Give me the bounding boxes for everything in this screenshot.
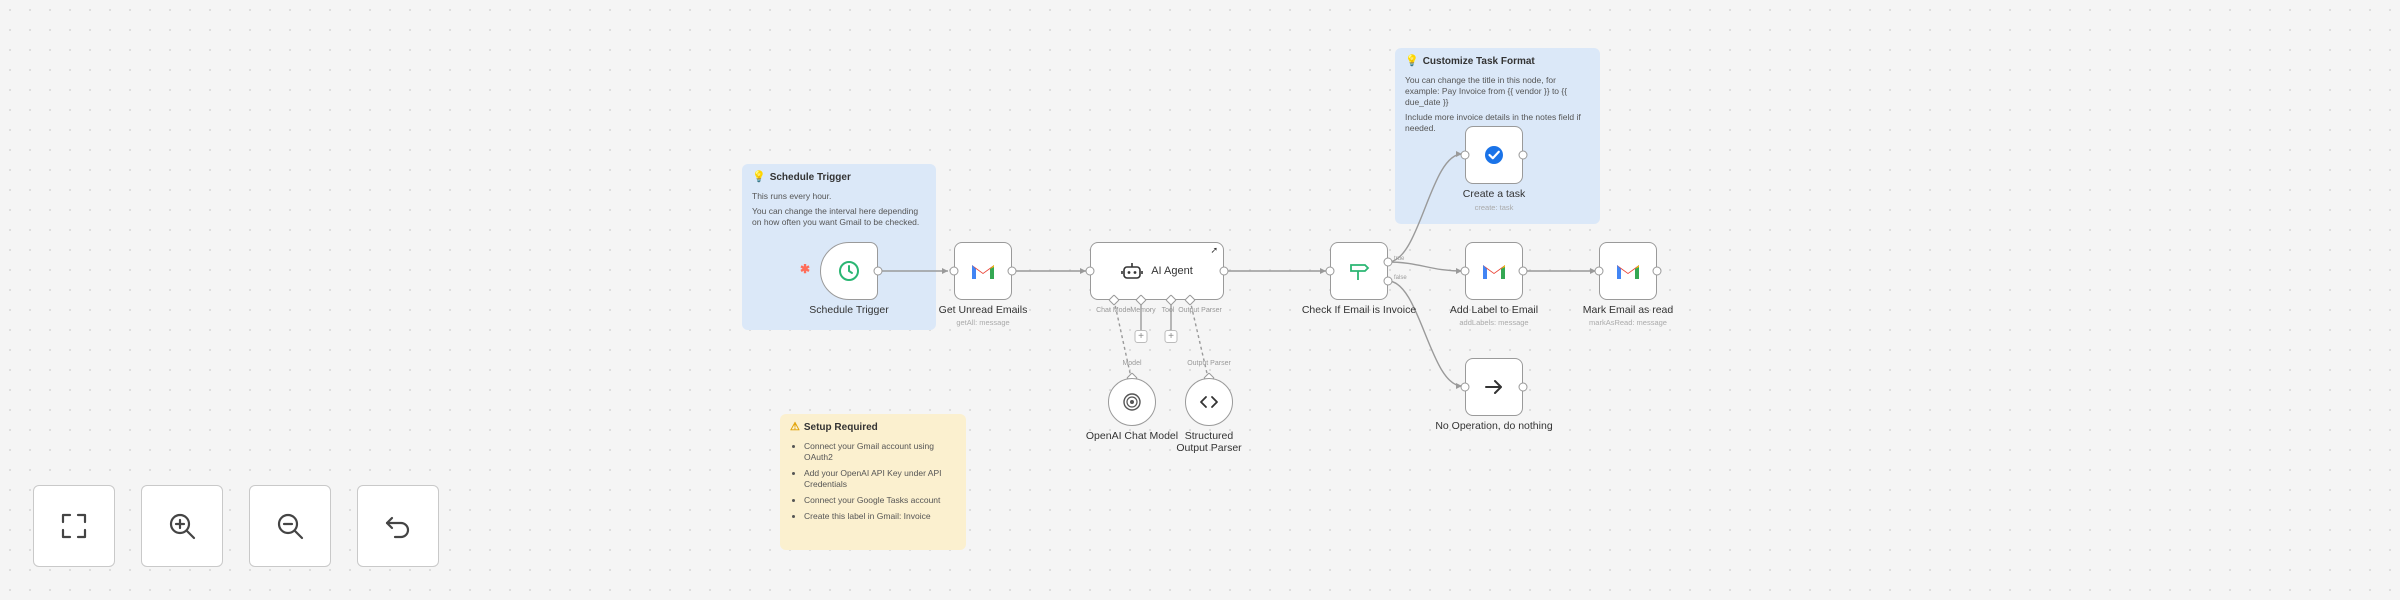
input-port[interactable] (1460, 150, 1470, 160)
port-label: Memory (1130, 307, 1156, 314)
node-label: No Operation, do nothing (1435, 420, 1553, 432)
google-tasks-icon (1485, 146, 1503, 164)
gmail-icon (1483, 265, 1505, 279)
openai-icon (1123, 393, 1141, 411)
sticky-title: Customize Task Format (1422, 56, 1535, 67)
list-item: Add your OpenAI API Key under API Creden… (804, 468, 956, 490)
node-label: Create a task (1462, 188, 1526, 200)
list-item: Connect your Gmail account using OAuth2 (804, 441, 956, 463)
node-label: Schedule Trigger (809, 304, 889, 316)
arrowhead (942, 268, 948, 274)
output-port[interactable] (1652, 266, 1662, 276)
arrow-right-icon (1485, 380, 1502, 394)
output-port[interactable] (1219, 266, 1229, 276)
sticky-note-setup[interactable]: ⚠Setup Required Connect your Gmail accou… (780, 414, 966, 550)
list-item: Create this label in Gmail: Invoice (804, 511, 956, 522)
open-external-icon[interactable]: ➚ (1210, 245, 1218, 255)
port-label: Chat Model (1096, 307, 1132, 314)
node-schedule-trigger[interactable] (820, 242, 878, 300)
node-label: Check If Email is Invoice (1301, 304, 1417, 316)
sticky-note-schedule[interactable]: 💡Schedule Trigger This runs every hour. … (742, 164, 936, 330)
output-port[interactable] (1518, 266, 1528, 276)
node-label: Structured Output Parser (1176, 430, 1242, 454)
sticky-text: You can change the interval here dependi… (752, 206, 920, 227)
input-port[interactable] (1594, 266, 1604, 276)
node-check-if-invoice[interactable] (1330, 242, 1388, 300)
node-subtitle: create: task (1474, 203, 1514, 212)
reset-zoom-button[interactable] (357, 485, 439, 567)
list-item: Connect your Google Tasks account (804, 495, 956, 506)
code-brackets-icon (1200, 396, 1218, 408)
node-subtitle: getAll: message (956, 318, 1010, 327)
output-port-true[interactable] (1383, 257, 1393, 267)
output-port[interactable] (873, 266, 883, 276)
zoom-out-button[interactable] (249, 485, 331, 567)
output-port[interactable] (1518, 382, 1528, 392)
sticky-text: This runs every hour. (752, 191, 832, 201)
output-port-false[interactable] (1383, 276, 1393, 286)
trigger-bolt-icon: ✱ (800, 262, 811, 276)
sticky-title: Schedule Trigger (769, 172, 851, 183)
fit-view-button[interactable] (33, 485, 115, 567)
zoom-in-icon (169, 513, 196, 540)
add-tool-button[interactable]: + (1164, 330, 1178, 343)
port-label: Tool (1161, 307, 1175, 314)
node-label: OpenAI Chat Model (1085, 430, 1179, 442)
node-label: Add Label to Email (1449, 304, 1539, 316)
node-add-label-to-email[interactable] (1465, 242, 1523, 300)
gmail-icon (1617, 265, 1639, 279)
sticky-text: You can change the title in this node, f… (1405, 75, 1568, 107)
node-openai-chat-model[interactable] (1108, 378, 1156, 426)
input-port[interactable] (1325, 266, 1335, 276)
node-ai-agent[interactable]: AI Agent ➚ (1090, 242, 1224, 300)
output-port[interactable] (1518, 150, 1528, 160)
lightbulb-icon: 💡 (1405, 55, 1419, 67)
input-port[interactable] (1460, 382, 1470, 392)
sticky-title-row: 💡Customize Task Format (1405, 55, 1590, 68)
node-label: Get Unread Emails (938, 304, 1028, 316)
node-label: Mark Email as read (1582, 304, 1674, 316)
setup-list: Connect your Gmail account using OAuth2 … (790, 441, 956, 522)
node-create-a-task[interactable] (1465, 126, 1523, 184)
signpost-icon (1350, 264, 1370, 280)
input-port[interactable] (949, 266, 959, 276)
port-label: Output Parser (1178, 307, 1222, 314)
input-port[interactable] (1085, 266, 1095, 276)
output-port[interactable] (1007, 266, 1017, 276)
port-label: Output Parser (1187, 360, 1231, 367)
robot-icon (1121, 263, 1144, 279)
sticky-title-row: 💡Schedule Trigger (752, 171, 926, 184)
input-port[interactable] (1460, 266, 1470, 276)
output-label-true: true (1394, 256, 1405, 262)
node-mark-email-as-read[interactable] (1599, 242, 1657, 300)
node-subtitle: markAsRead: message (1589, 318, 1667, 327)
port-label: Model (1122, 360, 1142, 367)
node-title: AI Agent (1151, 265, 1193, 277)
edge-true-to-add-label (1387, 261, 1463, 272)
sticky-title-row: ⚠Setup Required (790, 421, 956, 434)
zoom-in-button[interactable] (141, 485, 223, 567)
gmail-icon (972, 265, 994, 279)
sticky-title: Setup Required (803, 422, 878, 433)
node-subtitle: addLabels: message (1459, 318, 1529, 327)
node-structured-output-parser[interactable] (1185, 378, 1233, 426)
clock-icon (839, 261, 859, 281)
undo-icon (385, 516, 410, 539)
warning-icon: ⚠ (790, 421, 800, 433)
lightbulb-icon: 💡 (752, 171, 766, 183)
output-label-false: false (1394, 275, 1407, 281)
add-memory-button[interactable]: + (1134, 330, 1148, 343)
fit-view-icon (61, 513, 87, 539)
node-get-unread-emails[interactable] (954, 242, 1012, 300)
zoom-out-icon (277, 513, 304, 540)
node-no-operation[interactable] (1465, 358, 1523, 416)
edge-false-to-noop (1387, 280, 1463, 387)
sticky-text: Include more invoice details in the note… (1405, 112, 1581, 133)
